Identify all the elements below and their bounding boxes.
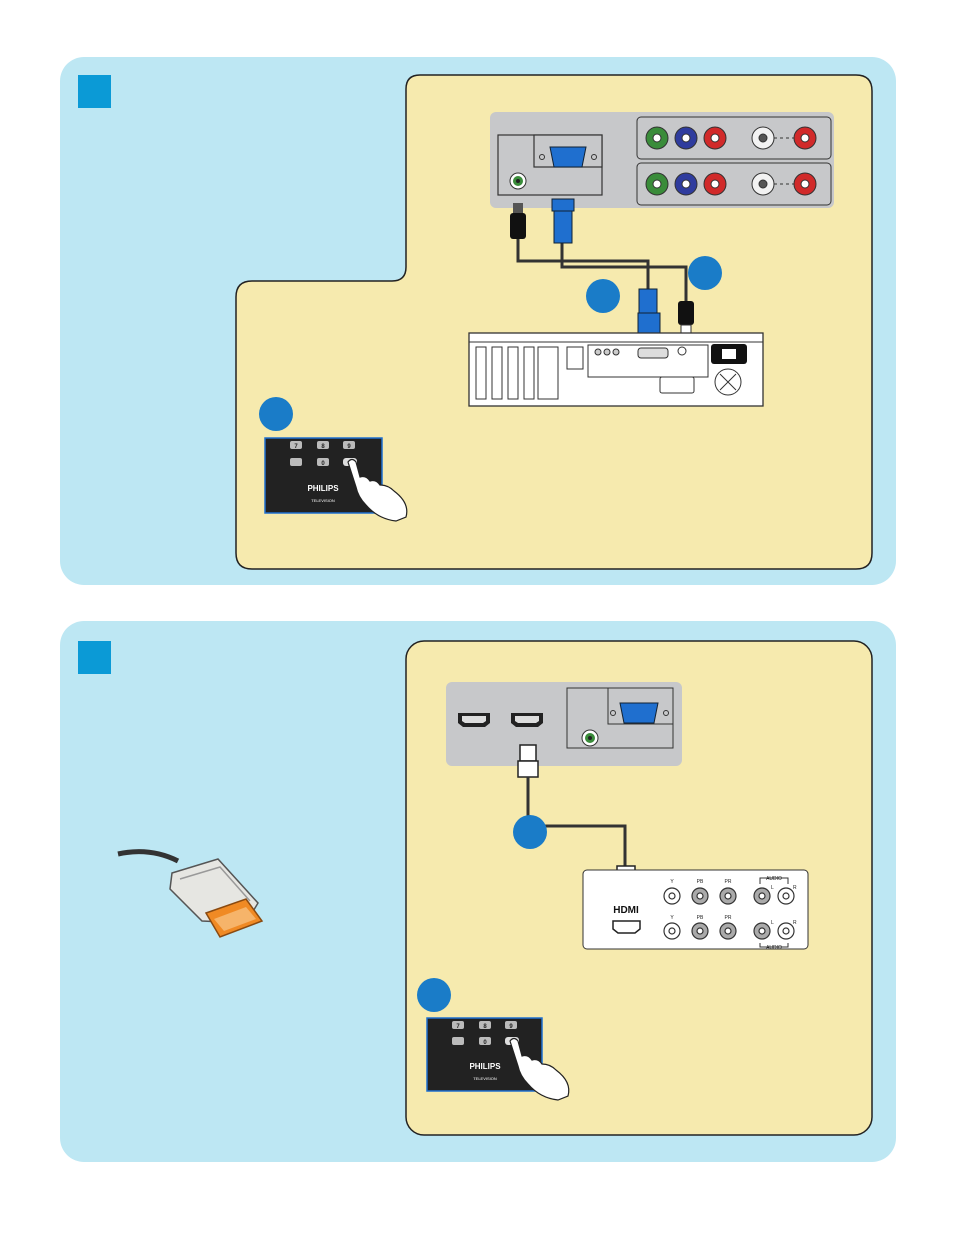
audio-jack-icon [510, 173, 526, 189]
pc-connection-diagram: 7 8 9 0 PHILIPS TELEVISION [60, 57, 896, 585]
remote-brand: PHILIPS [307, 484, 339, 493]
remote-subtitle: TELEVISION [311, 498, 335, 503]
pb-label: PB [697, 915, 704, 921]
hdmi-connection-diagram: HDMI Y PB PR Y PB PR AUDIO [60, 621, 896, 1162]
hdmi-label: HDMI [613, 905, 639, 916]
l-label: L [771, 885, 774, 891]
pc-connection-panel: 7 8 9 0 PHILIPS TELEVISION [60, 57, 896, 585]
remote-brand: PHILIPS [469, 1062, 501, 1071]
tv-connector-panel [446, 682, 682, 766]
hdmi-connection-panel: HDMI Y PB PR Y PB PR AUDIO [60, 621, 896, 1162]
hdmi-cable-icon [118, 852, 262, 937]
callout-circle [259, 397, 293, 431]
tv-connector-panel [490, 112, 834, 208]
hdmi-plug-top [518, 745, 538, 777]
pc-tower-icon [469, 333, 763, 406]
l-label: L [771, 920, 774, 926]
av-device-panel: HDMI Y PB PR Y PB PR AUDIO [583, 870, 808, 951]
callout-circle [417, 978, 451, 1012]
callout-circle [688, 256, 722, 290]
hdmi-connector-icon [458, 713, 490, 727]
callout-circle [513, 815, 547, 849]
remote-subtitle: TELEVISION [473, 1076, 497, 1081]
pr-label: PR [725, 915, 732, 921]
callout-circle [586, 279, 620, 313]
vga-plug-top [552, 199, 574, 243]
audio-label: AUDIO [766, 945, 782, 951]
pr-label: PR [725, 879, 732, 885]
audio-label: AUDIO [766, 876, 782, 882]
r-label: R [793, 920, 797, 926]
r-label: R [793, 885, 797, 891]
vga-plug-bottom [638, 289, 660, 335]
audio-jack-icon [582, 730, 598, 746]
hdmi-connector-icon [511, 713, 543, 727]
pb-label: PB [697, 879, 704, 885]
